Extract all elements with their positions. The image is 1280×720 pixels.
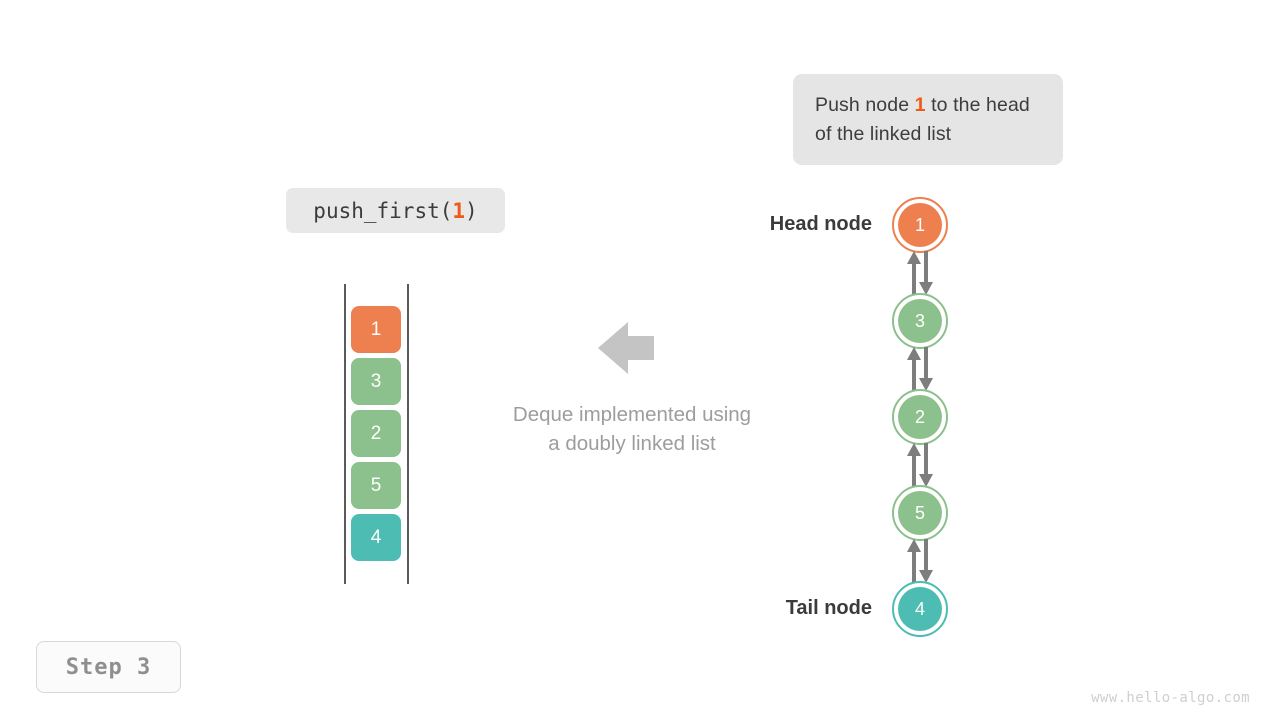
array-cell: 2 <box>351 410 401 457</box>
node-disc <box>898 587 942 631</box>
array-cell: 3 <box>351 358 401 405</box>
callout-text-before: Push node <box>815 93 915 116</box>
node-value: 5 <box>914 502 925 523</box>
callout-bubble: Push node 1 to the head of the linked li… <box>793 74 1063 165</box>
array-cell-value: 1 <box>370 318 382 340</box>
linked-list-node: 2 <box>888 385 952 449</box>
linked-list-node: 3 <box>888 289 952 353</box>
node-link-bidirectional <box>888 441 952 489</box>
method-name: push_first( <box>313 198 453 223</box>
caption-line-1: Deque implemented using <box>512 403 752 426</box>
watermark: www.hello-algo.com <box>1091 690 1250 706</box>
method-label-box: push_first(1) <box>286 188 505 233</box>
step-badge: Step 3 <box>36 641 181 693</box>
left-arrow-icon <box>596 320 656 376</box>
array-cell-value: 5 <box>370 474 382 496</box>
node-ring <box>892 485 948 541</box>
node-link-bidirectional <box>888 537 952 585</box>
array-cell-value: 4 <box>370 526 382 548</box>
array-cell: 5 <box>351 462 401 509</box>
linked-list: 1 3 <box>888 193 952 643</box>
diagram-caption: Deque implemented using a doubly linked … <box>452 400 812 458</box>
method-paren-close: ) <box>465 198 478 223</box>
callout-text-after: to the head of the linked list <box>815 93 1030 145</box>
linked-list-node: 5 <box>888 481 952 545</box>
node-value: 1 <box>914 214 925 235</box>
callout-text: Push node 1 to the head of the linked li… <box>815 91 1041 149</box>
node-link-bidirectional <box>888 345 952 393</box>
node-disc <box>898 395 942 439</box>
array-cell-value: 2 <box>370 422 382 444</box>
method-label-text: push_first(1) <box>313 199 477 223</box>
caption-line-2: a doubly linked list <box>548 432 716 455</box>
node-disc <box>898 299 942 343</box>
tail-node-label: Tail node <box>785 597 872 619</box>
linked-list-node: 4 <box>888 577 952 641</box>
array-view: 1 3 2 5 4 <box>344 284 410 584</box>
node-value: 4 <box>914 598 925 619</box>
node-ring <box>892 581 948 637</box>
node-link-bidirectional <box>888 249 952 297</box>
array-rail-left <box>344 284 346 584</box>
array-cell: 1 <box>351 306 401 353</box>
node-value: 2 <box>914 406 925 427</box>
linked-list-node: 1 <box>888 193 952 257</box>
node-value: 3 <box>914 310 925 331</box>
node-ring <box>892 389 948 445</box>
callout-highlight-value: 1 <box>914 93 926 116</box>
node-disc <box>898 491 942 535</box>
node-ring <box>892 197 948 253</box>
node-disc <box>898 203 942 247</box>
array-cell-value: 3 <box>370 370 382 392</box>
array-rail-right <box>407 284 409 584</box>
array-cell: 4 <box>351 514 401 561</box>
step-badge-label: Step 3 <box>65 654 152 680</box>
array-cell-list: 1 3 2 5 4 <box>351 306 401 566</box>
node-ring <box>892 293 948 349</box>
method-argument: 1 <box>452 198 466 223</box>
head-node-label: Head node <box>769 213 872 235</box>
